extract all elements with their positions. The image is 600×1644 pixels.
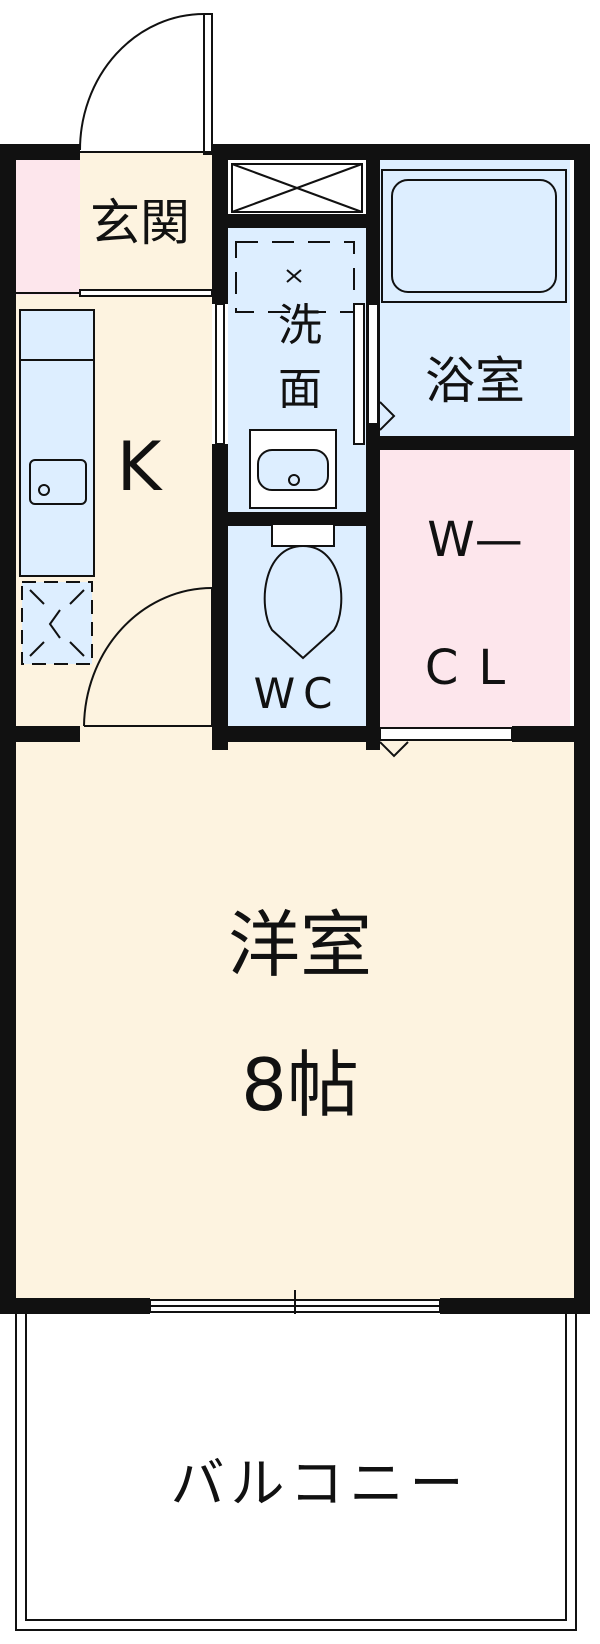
closet-floor: [378, 450, 570, 730]
wall-washroom-toilet: [228, 512, 368, 526]
wall-right: [574, 144, 590, 1312]
bathtub-inner: [391, 179, 557, 293]
kitchen-label: K: [117, 428, 164, 507]
bath-door-marker: [379, 401, 396, 431]
wall-room-divider-right: [212, 726, 380, 742]
storage-box-cross: [231, 163, 363, 213]
wall-bottom-right: [440, 1298, 590, 1314]
balcony-rail-inner: [25, 1314, 567, 1621]
balcony-label: バルコニー: [171, 1452, 470, 1515]
closet-door: [379, 727, 513, 741]
wall-top: [0, 144, 80, 160]
wall-top-right: [212, 144, 590, 160]
wall-bottom-left: [0, 1298, 150, 1314]
balcony-floor: [12, 1314, 578, 1632]
entrance-label: 玄関: [90, 194, 190, 252]
wash-basin-bowl: [257, 449, 329, 491]
entrance-pink-zone: [12, 152, 80, 295]
toilet-bowl: [263, 544, 343, 660]
washroom-label-2: 面: [278, 364, 322, 415]
fridge-space: [21, 581, 93, 665]
wall-core-left-bottom: [212, 444, 228, 750]
western-room-floor: [12, 735, 578, 1305]
wall-entrance-kitchen: [79, 289, 213, 297]
fridge-space-icon: [29, 589, 85, 657]
entrance-door: [203, 13, 213, 155]
closet-door-marker: [379, 741, 409, 758]
kitchen-sink: [29, 459, 87, 505]
bath-door: [367, 303, 379, 425]
wash-basin-drain: [288, 474, 300, 486]
closet-label-line2: CL: [425, 640, 525, 696]
washer-space: [235, 241, 355, 313]
western-room-size: 8帖: [241, 1043, 359, 1127]
wall-bath-closet: [378, 436, 574, 450]
wall-laundry-top: [228, 214, 368, 228]
entrance-door-arc: [79, 13, 205, 151]
toilet-tank: [271, 523, 335, 547]
kitchen-sink-drain: [38, 484, 50, 496]
closet-label-line1: W—: [427, 512, 522, 568]
western-room-label: 洋室: [228, 903, 372, 987]
kitchen-door-arc: [83, 587, 213, 727]
washroom-label-1: 洗: [278, 300, 322, 351]
toilet-label: WC: [254, 669, 341, 718]
washer-space-icon: [286, 269, 302, 283]
wall-core-left-opening: [215, 303, 225, 445]
wall-room-divider-left: [0, 726, 80, 742]
wall-core-mid: [366, 144, 380, 750]
bathroom-label: 浴室: [425, 352, 525, 410]
bathtub: [381, 169, 567, 303]
wall-room-divider-far: [512, 726, 578, 742]
balcony-rail: [15, 1314, 577, 1631]
washroom-door: [353, 303, 365, 445]
kitchen-counter: [19, 309, 95, 577]
wall-core-left-top: [212, 144, 228, 304]
